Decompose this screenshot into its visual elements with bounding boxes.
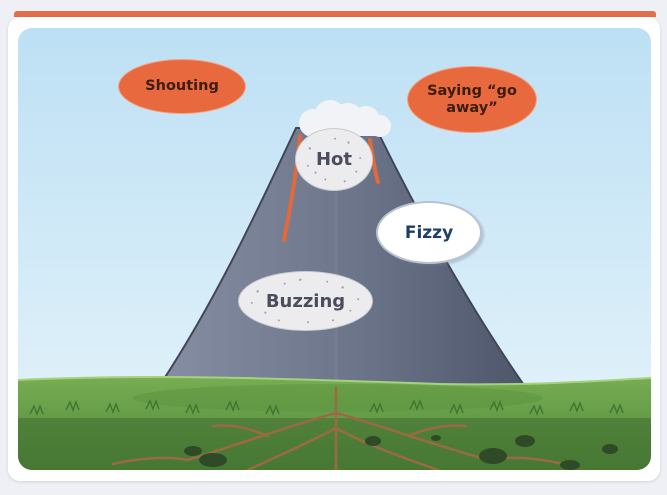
buzzing-label: Buzzing bbox=[265, 290, 346, 312]
lava-streak-right bbox=[368, 138, 380, 184]
speckle-texture bbox=[250, 278, 360, 324]
top-accent-bar bbox=[14, 11, 656, 17]
shouting-label: Shouting bbox=[145, 78, 219, 94]
fizzy-label: Fizzy bbox=[404, 222, 454, 243]
grass-tufts bbox=[29, 399, 624, 416]
saying-go-away-label: Saying “go away” bbox=[427, 82, 517, 116]
roots bbox=[111, 386, 565, 470]
buzzing-bubble[interactable]: Buzzing bbox=[238, 271, 373, 331]
hot-label: Hot bbox=[315, 149, 353, 170]
shouting-bubble[interactable]: Shouting bbox=[118, 59, 246, 114]
speckle-texture bbox=[306, 137, 362, 183]
fizzy-bubble[interactable]: Fizzy bbox=[376, 201, 482, 264]
saying-go-away-bubble[interactable]: Saying “go away” bbox=[407, 66, 537, 133]
volcano-illustration bbox=[18, 28, 651, 470]
stones bbox=[184, 435, 618, 470]
hot-bubble[interactable]: Hot bbox=[295, 128, 373, 191]
volcano-scene: Shouting Saying “go away” Hot Fizzy Buzz… bbox=[18, 28, 651, 470]
